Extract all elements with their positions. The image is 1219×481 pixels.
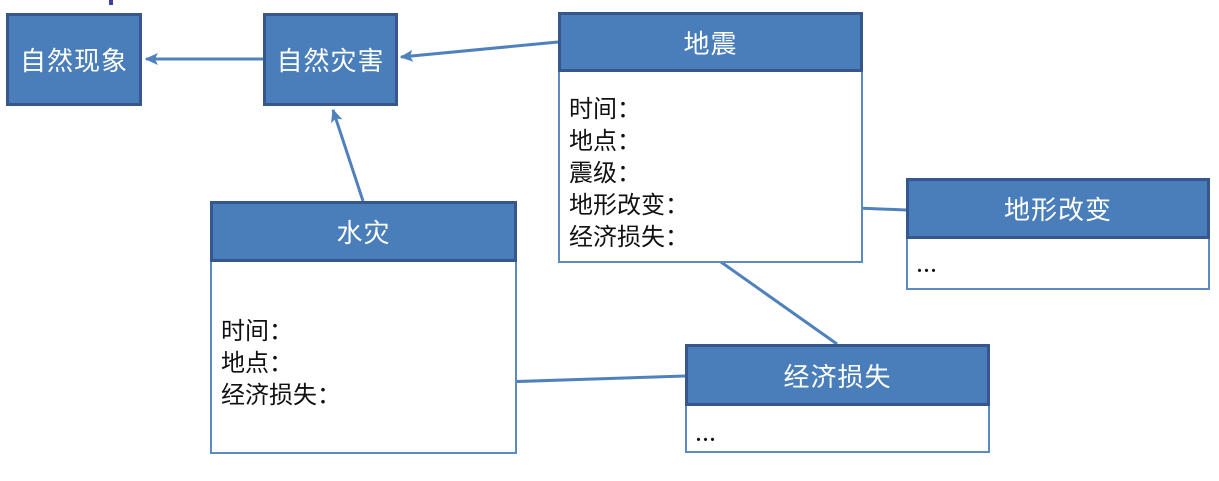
node-terrain-change-body: ... — [906, 239, 1210, 290]
frame-field-time: 时间： — [221, 319, 293, 345]
arrow-flood-to-disaster — [331, 108, 365, 202]
node-economic-loss-header: 经济损失 — [685, 344, 990, 406]
node-terrain-change-title: 地形改变 — [1003, 196, 1112, 225]
node-flood-title: 水灾 — [336, 219, 391, 248]
ellipsis-placeholder: ... — [917, 255, 938, 277]
node-earthquake: 地震 时间： 地点： 震级： 地形改变： 经济损失： — [558, 12, 863, 263]
stray-mark — [109, 0, 113, 5]
arrow-earthquake-to-disaster — [399, 40, 559, 62]
node-flood-header: 水灾 — [210, 201, 517, 262]
node-flood: 水灾 时间： 地点： 经济损失： — [210, 201, 517, 454]
frame-field-economic-loss: 经济损失： — [221, 383, 341, 409]
frame-field-location: 地点： — [569, 129, 641, 155]
frame-field-location: 地点： — [221, 351, 293, 377]
node-terrain-change: 地形改变 ... — [906, 178, 1210, 290]
node-natural-phenomenon-title: 自然现象 — [19, 47, 128, 76]
node-earthquake-header: 地震 — [558, 12, 863, 72]
node-flood-body: 时间： 地点： 经济损失： — [210, 262, 517, 454]
node-earthquake-body: 时间： 地点： 震级： 地形改变： 经济损失： — [558, 72, 863, 263]
node-natural-disaster: 自然灾害 — [263, 13, 398, 106]
node-economic-loss-body: ... — [685, 406, 990, 453]
node-natural-disaster-title: 自然灾害 — [276, 47, 385, 76]
ellipsis-placeholder: ... — [696, 424, 717, 446]
frame-field-time: 时间： — [569, 97, 641, 123]
node-economic-loss: 经济损失 ... — [685, 344, 990, 453]
node-earthquake-title: 地震 — [683, 29, 738, 59]
node-natural-phenomenon: 自然现象 — [6, 13, 142, 106]
node-terrain-change-header: 地形改变 — [906, 178, 1210, 239]
node-economic-loss-title: 经济损失 — [783, 362, 892, 392]
frame-field-magnitude: 震级： — [569, 161, 641, 187]
frame-field-terrain-change: 地形改变： — [569, 193, 689, 219]
frame-field-economic-loss: 经济损失： — [569, 225, 689, 251]
